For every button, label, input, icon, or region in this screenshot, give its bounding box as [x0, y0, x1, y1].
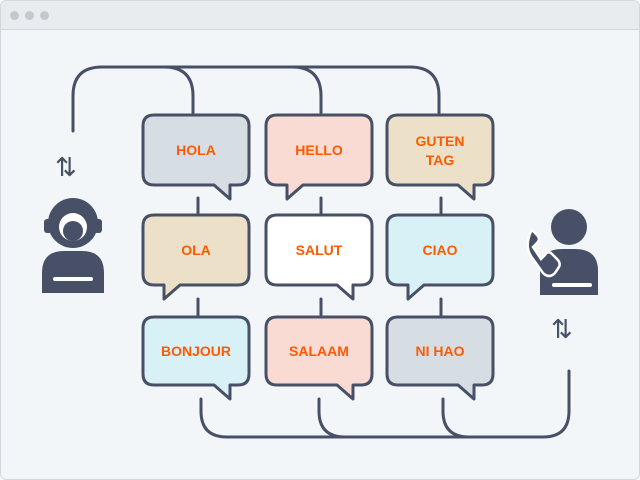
bottom-connector-main — [199, 369, 571, 439]
top-connector-branch-1 — [162, 65, 195, 115]
exchange-arrows-icon-left: ⇅ — [55, 153, 77, 183]
top-connector-main — [71, 65, 441, 133]
greeting-guten-tag-line1: GUTEN — [415, 133, 465, 149]
greeting-ni-hao: NI HAO — [415, 343, 465, 359]
bubble-ola — [141, 213, 251, 301]
top-connector-branch-2 — [290, 65, 323, 115]
greeting-bonjour: BONJOUR — [160, 343, 231, 359]
greeting-ola: OLA — [181, 242, 211, 258]
phone-caller-icon — [526, 209, 598, 295]
bubble-salaam — [264, 315, 374, 401]
exchange-arrows-icon-right: ⇅ — [551, 315, 573, 345]
window-dot-3[interactable] — [40, 11, 49, 20]
window-dot-2[interactable] — [25, 11, 34, 20]
bubble-salut — [264, 213, 374, 301]
headset-operator-icon — [42, 198, 104, 293]
greeting-hola: HOLA — [176, 142, 216, 158]
connector-lines — [71, 65, 571, 439]
window-dot-1[interactable] — [10, 11, 19, 20]
bottom-connector-branch-2 — [441, 397, 471, 439]
window-titlebar — [1, 1, 639, 30]
bottom-connector-branch-1 — [317, 397, 347, 439]
greeting-guten-tag-line2: TAG — [425, 152, 455, 168]
greeting-ciao: CIAO — [422, 242, 458, 258]
greeting-salaam: SALAAM — [289, 343, 349, 359]
greeting-salut: SALUT — [295, 242, 343, 258]
speech-bubbles — [141, 113, 495, 401]
bubble-bonjour — [141, 315, 251, 401]
bubble-ni-hao — [385, 315, 495, 401]
bubble-hola — [141, 113, 251, 201]
bubble-ciao — [385, 213, 495, 301]
greeting-hello: HELLO — [295, 142, 343, 158]
bubble-guten-tag — [385, 113, 495, 201]
bubble-hello — [264, 113, 374, 201]
